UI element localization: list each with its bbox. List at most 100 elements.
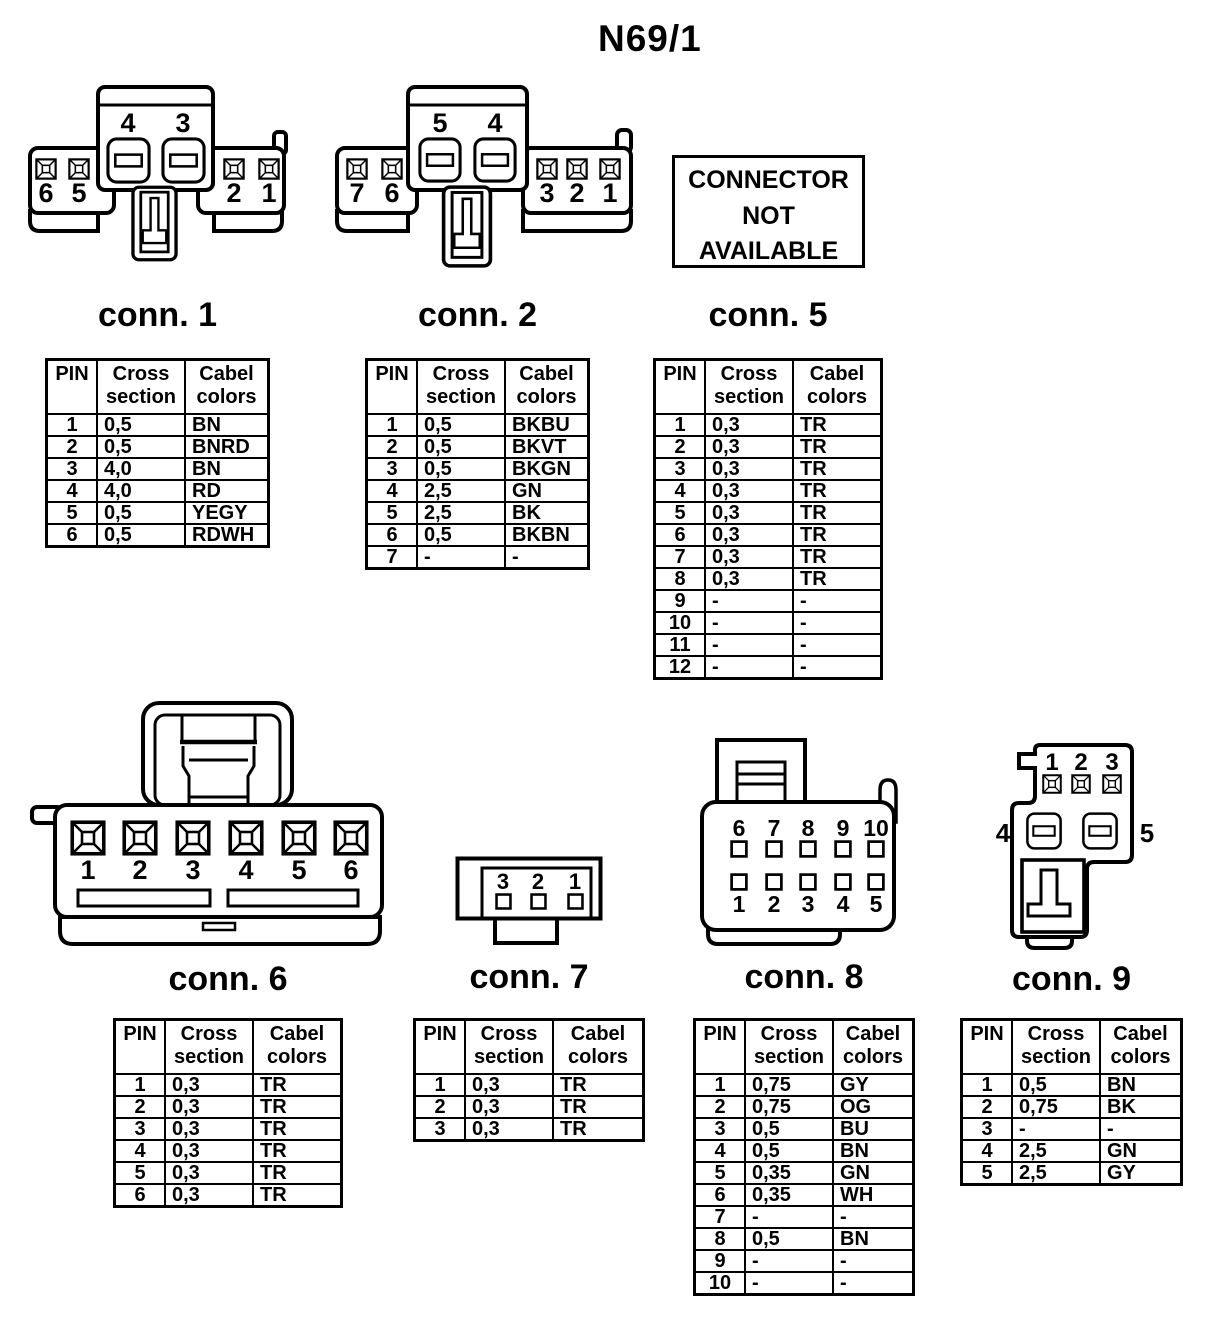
table-cell: -: [504, 545, 590, 570]
table-cell: -: [704, 589, 794, 613]
pin-square: [1042, 774, 1062, 794]
table-cell: 6: [693, 1183, 746, 1207]
pin-square: [867, 840, 885, 858]
table-cell: 10: [693, 1271, 746, 1296]
table-cell: 2: [365, 435, 418, 459]
table-row: 3--: [960, 1117, 1183, 1141]
table-cell: 0,5: [744, 1117, 834, 1141]
connector-label-conn2: conn. 2: [417, 296, 538, 334]
connector-drawing-conn2: 5 4 7 6 3 2 1: [335, 85, 633, 277]
table-cell: -: [832, 1205, 915, 1229]
table-cell: 2,5: [416, 479, 506, 503]
not-available-line: AVAILABLE: [698, 237, 839, 265]
table-cell: GY: [1099, 1161, 1183, 1186]
table-cell: -: [744, 1205, 834, 1229]
table-cell: 3: [113, 1117, 166, 1141]
col-header-cross-section: Cross section: [1011, 1018, 1101, 1075]
table-cell: 1: [960, 1073, 1013, 1097]
table-cell: GN: [832, 1161, 915, 1185]
table-cell: 5: [653, 501, 706, 525]
pin-square: [35, 158, 57, 180]
table-cell: 4,0: [96, 457, 186, 481]
page-title: N69/1: [598, 18, 702, 59]
pin-square: [567, 893, 584, 910]
housing-step: [521, 209, 633, 233]
connector-label-conn8: conn. 8: [744, 958, 864, 996]
pin-number: 1: [733, 891, 746, 917]
pin-number: 6: [38, 178, 53, 208]
table-cell: BKBN: [504, 523, 590, 547]
col-header-pin: PIN: [693, 1018, 746, 1075]
keyway-key: [1026, 868, 1072, 918]
pin-square: [530, 893, 547, 910]
housing-step: [212, 209, 284, 233]
pin-number: 2: [532, 869, 544, 894]
col-header-pin: PIN: [365, 358, 418, 415]
table-cell: BN: [184, 457, 270, 481]
keyway: [444, 187, 491, 266]
col-header-cable-colors: Cabel colors: [504, 358, 590, 415]
table-cell: 0,75: [744, 1095, 834, 1119]
table-cell: TR: [792, 435, 883, 459]
col-header-cable-colors: Cabel colors: [552, 1018, 645, 1075]
table-cell: 2,5: [1011, 1161, 1101, 1186]
table-cell: 2: [45, 435, 98, 459]
table-cell: 3: [653, 457, 706, 481]
table-cell: 0,5: [96, 413, 186, 437]
housing-tab: [493, 915, 559, 945]
table-cell: 4: [960, 1139, 1013, 1163]
table-cell: -: [832, 1271, 915, 1296]
pin-square: [536, 158, 558, 180]
pin-number: 4: [120, 108, 135, 138]
pin-number: 3: [1105, 749, 1118, 776]
col-header-pin: PIN: [113, 1018, 166, 1075]
pin-slot: [161, 137, 206, 184]
table-cell: 3: [960, 1117, 1013, 1141]
table-cell: 6: [365, 523, 418, 547]
table-cell: 4,0: [96, 479, 186, 503]
pin-square: [799, 873, 817, 891]
table-cell: 5: [45, 501, 98, 525]
table-cell: BN: [832, 1139, 915, 1163]
table-cell: 2: [653, 435, 706, 459]
pin-number: 7: [349, 178, 364, 208]
pin-number: 6: [384, 178, 399, 208]
connector-label-conn9: conn. 9: [1011, 960, 1132, 998]
pin-number: 7: [768, 815, 781, 841]
table-cell: 0,3: [704, 413, 794, 437]
pin-number: 6: [733, 815, 746, 841]
table-cell: -: [832, 1249, 915, 1273]
pin-square: [381, 158, 403, 180]
table-cell: 1: [113, 1073, 166, 1097]
not-available-line: NOT: [742, 201, 795, 230]
table-row: 11--: [653, 633, 883, 657]
table-cell: 4: [693, 1139, 746, 1163]
table-cell: WH: [832, 1183, 915, 1207]
connector-drawing-conn7: 3 2 1: [455, 856, 603, 945]
connector-body: [700, 800, 896, 932]
pin-square: [228, 820, 264, 856]
table-cell: 0,3: [164, 1161, 254, 1185]
table-cell: 9: [653, 589, 706, 613]
table-cell: 3: [413, 1117, 466, 1142]
table-cell: TR: [552, 1117, 645, 1142]
table-cell: 0,3: [164, 1139, 254, 1163]
pin-square: [175, 820, 211, 856]
table-cell: 0,5: [1011, 1073, 1101, 1097]
table-cell: 12: [653, 655, 706, 680]
keyway: [131, 185, 178, 262]
table-cell: 0,3: [464, 1073, 554, 1097]
pin-number: 8: [802, 815, 815, 841]
pin-number: 3: [802, 891, 815, 917]
